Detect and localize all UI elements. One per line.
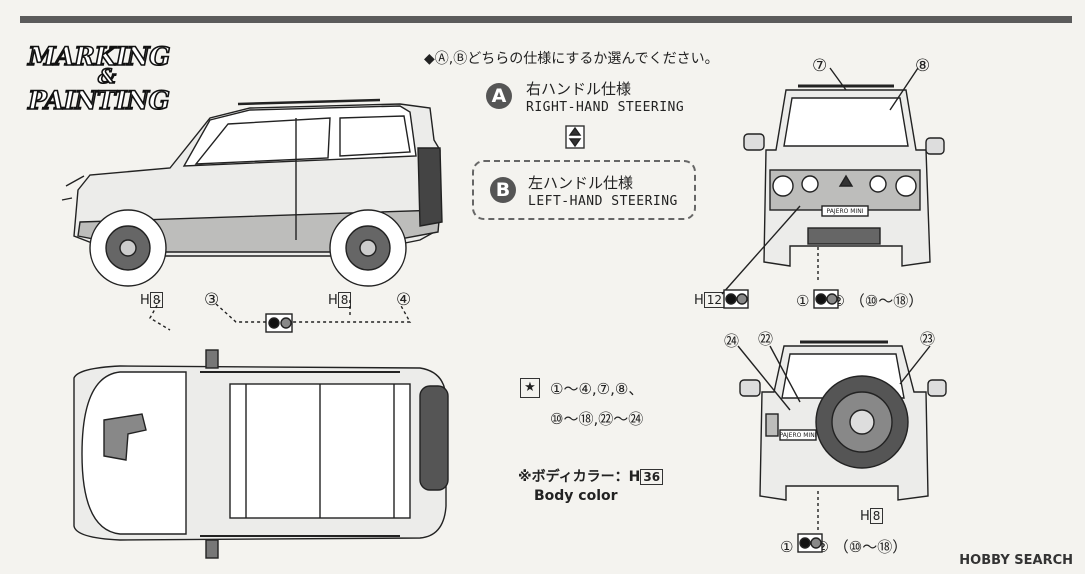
option-b-box [472,160,696,220]
side-view-car [61,98,443,331]
option-b-badge: B [490,177,516,203]
star-list-line1: ①～④,⑦,⑧、 [550,380,644,398]
color-swatch-front-seq [813,289,839,309]
body-color-en: Body color [534,488,618,504]
color-swatch-front [723,289,749,309]
front-view-car [721,67,945,295]
front-plate-text: PAJERO MINI [827,208,864,215]
option-a-en: RIGHT-HAND STEERING [526,100,685,115]
side-label-4: ④ [396,290,412,310]
rear-view-car [737,340,947,530]
swap-arrow-icon [565,125,585,149]
option-a-jp: 右ハンドル仕様 [526,80,632,98]
watermark: HOBBY SEARCH [959,553,1073,568]
front-label-8: ⑧ [915,56,931,76]
title-ampersand: & [97,63,117,89]
color-swatch-rear-seq [797,533,823,553]
rear-label-23: ㉓ [920,330,936,348]
title-painting: PAINTING [27,85,171,116]
star-list-line2: ⑩～⑱,㉒～㉔ [550,410,644,428]
star-icon: ★ [520,378,540,398]
rear-plate-text: PAJERO MINI [780,432,817,439]
title-marking: MARKING [27,41,171,72]
rear-label-22: ㉒ [758,330,774,348]
instruction-text: ◆Ⓐ,Ⓑどちらの仕様にするか選んでください。 [424,51,719,67]
option-a-badge: A [486,83,512,109]
color-swatch-side [265,313,293,333]
side-label-3: ③ [204,290,220,310]
option-b-en: LEFT-HAND STEERING [528,194,678,209]
top-rule [20,16,1072,23]
rear-label-24: ㉔ [724,332,740,350]
front-label-7: ⑦ [812,56,828,76]
option-b-jp: 左ハンドル仕様 [528,174,634,192]
top-view-car [73,349,449,559]
